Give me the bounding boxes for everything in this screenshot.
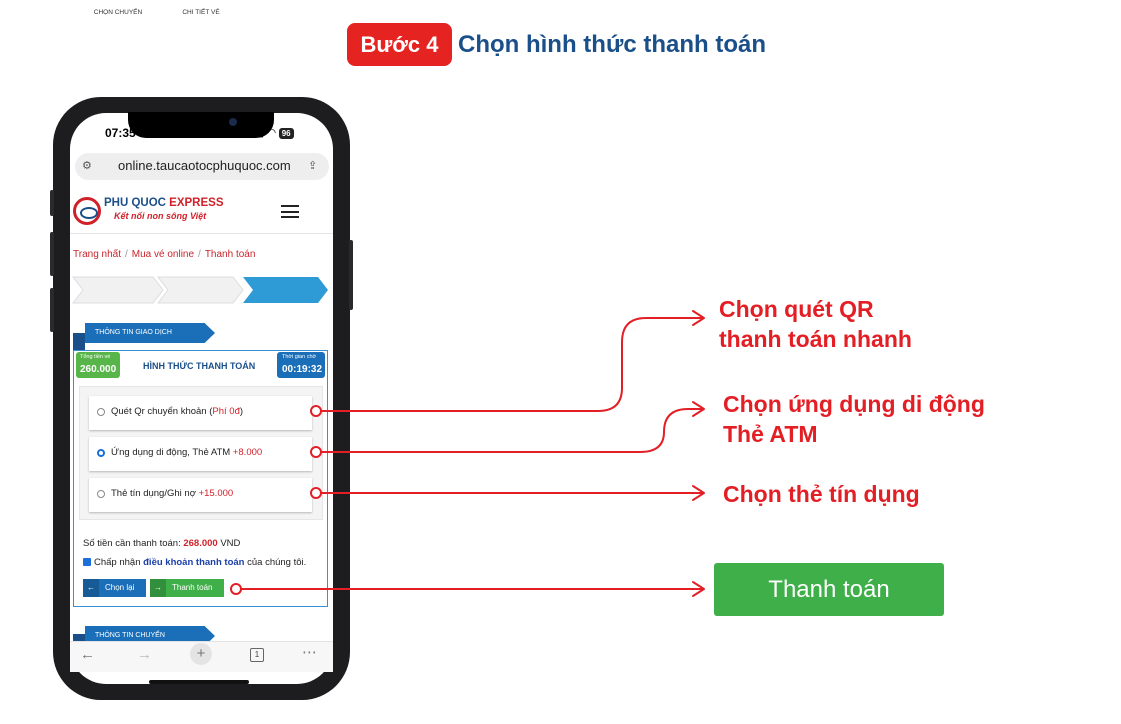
option-credit-card-label[interactable]: Thẻ tín dụng/Ghi nợ +15.000 (111, 488, 234, 499)
header-divider (70, 233, 333, 234)
section-transaction-tab: THÔNG TIN GIAO DỊCH (85, 323, 215, 343)
radio-credit-card[interactable] (97, 490, 105, 498)
amount-due: Số tiền cần thanh toán: 268.000 VND (83, 538, 241, 549)
step-badge: Bước 4 (347, 23, 452, 66)
brand-slogan: Kết nối non sông Việt (114, 211, 207, 221)
callout-mobile: Chọn ứng dụng di động Thẻ ATM (723, 391, 985, 447)
pay-button-small[interactable]: →Thanh toán (150, 579, 224, 597)
callout-credit: Chọn thẻ tín dụng (723, 481, 920, 507)
tabs-icon[interactable]: 1 (250, 648, 264, 662)
total-box: Tổng tiền vé 260.000 (76, 352, 120, 378)
payment-method-title: HÌNH THỨC THANH TOÁN (143, 361, 256, 371)
step-title: Chọn hình thức thanh toán (458, 31, 766, 58)
step-payment: THANH TOÁN (263, 9, 306, 16)
pay-button[interactable]: Thanh toán (714, 563, 944, 616)
back-button[interactable]: ←Chọn lại (83, 579, 146, 597)
phone-notch (128, 112, 274, 138)
callout-qr: Chọn quét QR thanh toán nhanh (719, 296, 912, 352)
radio-mobile-atm[interactable] (97, 449, 105, 457)
new-tab-icon[interactable]: + (190, 643, 212, 665)
more-icon[interactable]: ⋯ (302, 644, 317, 661)
step-choose-trip: CHỌN CHUYẾN (93, 9, 143, 16)
status-icons: ▮▮ ◠ 96 (252, 126, 294, 139)
breadcrumb: Trang nhất/Mua vé online/Thanh toán (73, 249, 256, 260)
breadcrumb-home[interactable]: Trang nhất (73, 249, 121, 260)
option-qr[interactable]: Quét Qr chuyển khoản (Phí 0đ) (89, 396, 312, 430)
status-time: 07:35 (105, 126, 136, 140)
section-trip-accent (73, 634, 85, 642)
signal-icon: ▮▮ (252, 127, 265, 139)
phone-volume-down (50, 288, 54, 332)
brand-logo-icon[interactable] (73, 197, 101, 225)
option-credit-card[interactable]: Thẻ tín dụng/Ghi nợ +15.000 (89, 478, 312, 512)
option-mobile-atm[interactable]: Ứng dụng di động, Thẻ ATM +8.000 (89, 437, 312, 471)
url-text[interactable]: online.taucaotocphuquoc.com (118, 158, 291, 173)
phone-power-button (349, 240, 353, 310)
timer-box: Thời gian chờ 00:19:32 (277, 352, 325, 378)
breadcrumb-payment: Thanh toán (204, 249, 256, 260)
wifi-icon: ◠ (267, 127, 276, 139)
forward-icon[interactable]: → (137, 646, 152, 663)
terms-agreement[interactable]: Chấp nhận điều khoản thanh toán của chún… (83, 557, 306, 568)
back-icon[interactable]: ← (80, 646, 95, 663)
menu-icon[interactable] (281, 205, 299, 218)
brand-name[interactable]: PHU QUOC EXPRESS (104, 197, 224, 209)
option-qr-label[interactable]: Quét Qr chuyển khoản (Phí 0đ) (111, 406, 244, 417)
arrow-left-icon: ← (83, 579, 99, 597)
home-indicator (149, 680, 249, 684)
battery-icon: 96 (278, 127, 294, 139)
radio-qr[interactable] (97, 408, 105, 416)
share-icon[interactable]: ⇪ (308, 160, 318, 172)
breadcrumb-buy[interactable]: Mua vé online (131, 249, 195, 260)
phone-volume-up (50, 232, 54, 276)
option-mobile-atm-label[interactable]: Ứng dụng di động, Thẻ ATM +8.000 (111, 447, 263, 458)
step-ticket-details: CHI TIẾT VÉ (182, 9, 220, 16)
arrow-right-icon: → (150, 579, 166, 597)
terms-link[interactable]: điều khoản thanh toán (143, 557, 245, 568)
camera-icon (229, 118, 237, 126)
url-bar[interactable] (75, 153, 329, 180)
section-tab-accent (73, 333, 85, 350)
site-settings-icon[interactable]: ⚙ (82, 160, 92, 172)
terms-checkbox[interactable] (83, 558, 91, 567)
phone-side-button (50, 190, 54, 216)
